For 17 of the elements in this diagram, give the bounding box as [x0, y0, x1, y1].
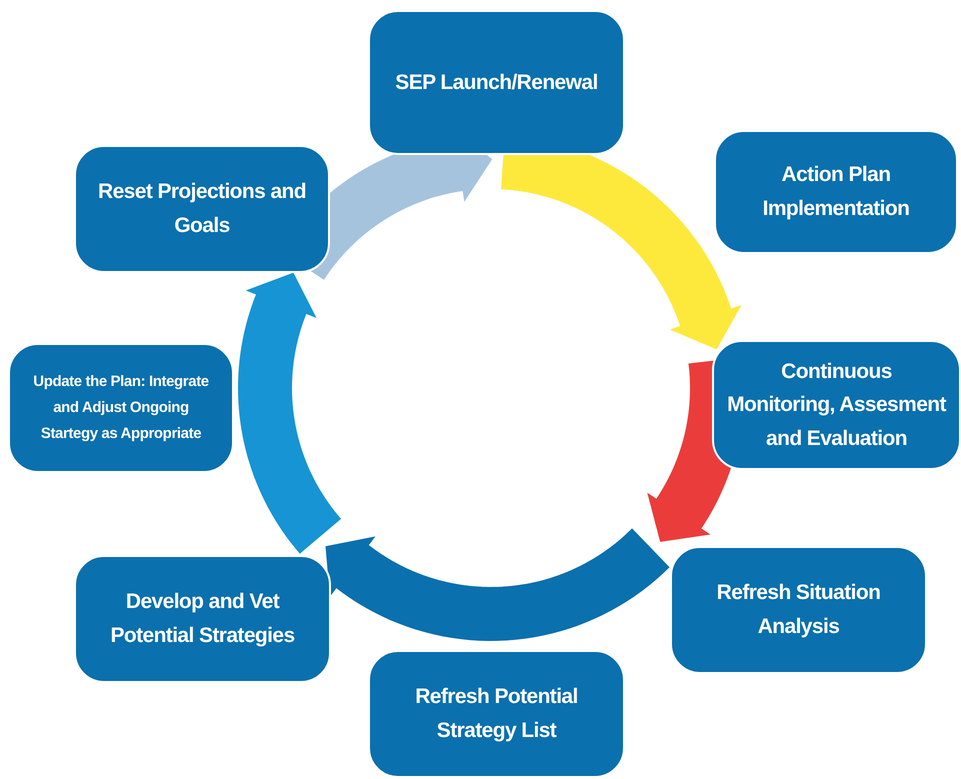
process-box: [712, 340, 961, 470]
step-label: Refresh Situation Analysis: [716, 580, 882, 640]
step-label: Refresh Potential Strategy List: [414, 684, 579, 744]
process-box: [74, 145, 330, 273]
process-box: [670, 546, 927, 674]
step-label: Update the Plan: Integrate and Adjust Ongoing Startegy as Appropriate: [32, 372, 210, 444]
process-box: [8, 343, 234, 473]
step-label: Continuous Monitoring, Assesment and Evaluation: [726, 358, 947, 452]
step-label: SEP Launch/Renewal: [395, 70, 598, 96]
process-box: [368, 10, 625, 155]
step-label: Reset Projections and Goals: [97, 179, 307, 239]
process-box: [368, 650, 625, 778]
step-label: Develop and Vet Potential Strategies: [109, 589, 296, 649]
step-label: Action Plan Implementation: [762, 162, 910, 222]
process-box: [714, 130, 958, 254]
cycle-arrow: [326, 526, 672, 641]
process-box: [74, 555, 331, 683]
